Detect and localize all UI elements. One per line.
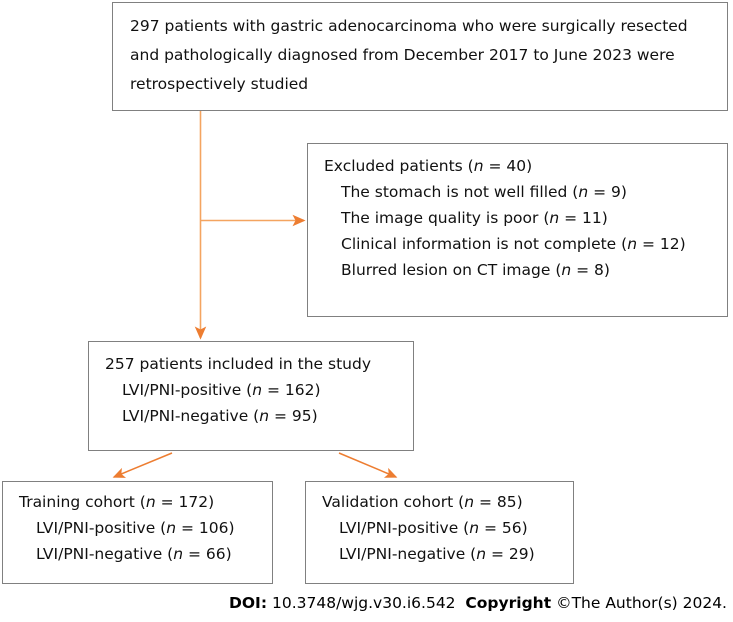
italic-n: n: [549, 209, 560, 227]
italic-n: n: [473, 157, 484, 175]
italic-n: n: [166, 519, 177, 537]
italic-n: n: [476, 545, 487, 563]
node-validation-cohort: Validation cohort (n = 85) LVI/PNI-posit…: [305, 481, 574, 584]
excluded-heading: Excluded patients (n = 40): [324, 157, 533, 175]
italic-n: n: [578, 183, 589, 201]
included-heading: 257 patients included in the study: [105, 355, 372, 373]
connector-included-to-training: [112, 452, 173, 478]
excluded-item: The stomach is not well filled (n = 9): [341, 183, 627, 201]
italic-n: n: [469, 519, 480, 537]
doi-value: 10.3748/wjg.v30.i6.542: [271, 594, 456, 612]
excluded-item: Blurred lesion on CT image (n = 8): [341, 261, 610, 279]
node-source-population: 297 patients with gastric adenocarcinoma…: [112, 2, 728, 111]
training-heading: Training cohort (n = 172): [19, 493, 215, 511]
validation-heading: Validation cohort (n = 85): [322, 493, 523, 511]
node-included-patients: 257 patients included in the study LVI/P…: [88, 341, 414, 451]
italic-n: n: [259, 407, 270, 425]
italic-n: n: [561, 261, 572, 279]
connector-included-to-validation: [338, 452, 398, 478]
italic-n: n: [627, 235, 638, 253]
source-text: 297 patients with gastric adenocarcinoma…: [130, 17, 688, 93]
included-item: LVI/PNI-negative (n = 95): [122, 407, 318, 425]
validation-item: LVI/PNI-positive (n = 56): [339, 519, 528, 537]
node-excluded-patients: Excluded patients (n = 40) The stomach i…: [307, 143, 728, 317]
copyright-label: Copyright: [465, 594, 552, 612]
italic-n: n: [464, 493, 475, 511]
copyright-value: ©The Author(s) 2024.: [556, 594, 727, 612]
excluded-item: The image quality is poor (n = 11): [341, 209, 608, 227]
included-item: LVI/PNI-positive (n = 162): [122, 381, 321, 399]
excluded-item: Clinical information is not complete (n …: [341, 235, 686, 253]
training-item: LVI/PNI-positive (n = 106): [36, 519, 235, 537]
doi-label: DOI:: [229, 594, 268, 612]
italic-n: n: [252, 381, 263, 399]
node-training-cohort: Training cohort (n = 172) LVI/PNI-positi…: [2, 481, 273, 584]
figure-footer: DOI: 10.3748/wjg.v30.i6.542 Copyright ©T…: [0, 594, 733, 612]
italic-n: n: [145, 493, 156, 511]
training-item: LVI/PNI-negative (n = 66): [36, 545, 232, 563]
italic-n: n: [173, 545, 184, 563]
validation-item: LVI/PNI-negative (n = 29): [339, 545, 535, 563]
